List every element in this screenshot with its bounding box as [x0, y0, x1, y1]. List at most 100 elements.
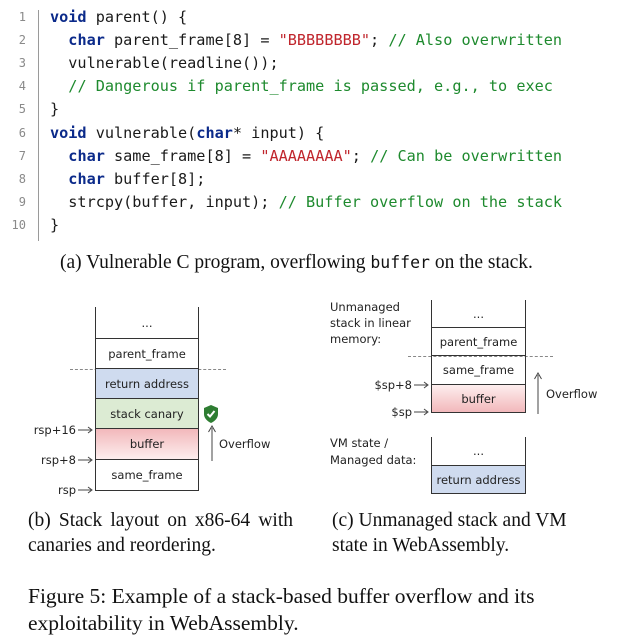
unmanaged-label-line-2: stack in linear: [330, 316, 411, 330]
overflow-label-c: Overflow: [546, 387, 598, 401]
caption-c: (c) Unmanaged stack and VM state in WebA…: [332, 510, 567, 556]
code-line: 4 // Dangerous if parent_frame is passed…: [0, 75, 618, 97]
cell-c-same-frame: same_frame: [431, 356, 526, 385]
code-line: 2 char parent_frame[8] = "BBBBBBBB"; // …: [0, 29, 618, 51]
code-text: void parent() {: [50, 6, 187, 28]
code-line: 3 vulnerable(readline());: [0, 52, 618, 74]
reg-rsp-arrow: [78, 486, 93, 494]
code-token: char: [68, 169, 105, 188]
reg-sp-arrow: [414, 408, 429, 416]
overflow-arrow-b: [208, 425, 216, 461]
code-token: vulnerable(readline());: [50, 54, 279, 73]
unmanaged-stack-label: Unmanaged stack in linear memory:: [330, 299, 411, 347]
caption-a: (a) Vulnerable C program, overflowing bu…: [60, 252, 533, 274]
vm-label-line-1: VM state /: [330, 436, 389, 450]
unmanaged-label-line-3: memory:: [330, 332, 382, 346]
cell-b-ellipsis: ...: [95, 307, 199, 339]
code-token: char: [196, 123, 233, 142]
overflow-label-b: Overflow: [219, 437, 271, 451]
code-token: // Can be overwritten: [370, 146, 563, 165]
reg-rsp16-arrow: [78, 426, 93, 434]
cell-b-return-address: return address: [95, 369, 199, 399]
code-line: 8 char buffer[8];: [0, 168, 618, 190]
line-number: 6: [18, 125, 26, 140]
code-line: 1 void parent() {: [0, 6, 618, 28]
cell-c-buffer: buffer: [431, 385, 526, 413]
reg-rsp16-label: rsp+16: [33, 423, 76, 437]
unmanaged-label-line-1: Unmanaged: [330, 300, 400, 314]
code-text: vulnerable(readline());: [50, 52, 279, 74]
cell-c-parent-frame: parent_frame: [431, 328, 526, 356]
code-token: }: [50, 100, 60, 119]
code-text: }: [50, 98, 59, 120]
code-token: vulnerable(: [86, 123, 197, 142]
line-number: 7: [18, 148, 26, 163]
cell-b-same-frame: same_frame: [95, 460, 199, 491]
line-number: 4: [18, 79, 26, 94]
caption-b: (b) Stack layout on x86-64 with canaries…: [28, 510, 293, 556]
caption-a-suffix: on the stack.: [429, 252, 533, 273]
code-token: ;: [370, 31, 389, 50]
code-token: char: [68, 31, 105, 50]
code-token: void: [50, 8, 87, 26]
line-number: 8: [18, 171, 26, 186]
code-token: void: [50, 123, 87, 142]
shield-check-icon: [204, 405, 218, 423]
code-token: "BBBBBBBB": [278, 31, 371, 50]
figure-caption: Figure 5: Example of a stack-based buffe…: [28, 584, 535, 635]
code-text: char buffer[8];: [50, 168, 205, 190]
code-token: parent() {: [86, 8, 188, 26]
cell-c-vm-ellipsis: ...: [431, 437, 526, 466]
code-token: "AAAAAAAA": [260, 146, 352, 165]
code-line: 10}: [0, 214, 618, 236]
code-token: strcpy(buffer, input);: [50, 192, 279, 211]
code-token: // Also overwritten: [388, 31, 563, 50]
reg-sp8-arrow: [414, 381, 429, 389]
cell-c-return-address: return address: [431, 466, 526, 494]
code-text: char same_frame[8] = "AAAAAAAA"; // Can …: [50, 145, 562, 167]
reg-rsp-label: rsp: [57, 483, 76, 497]
code-token: [50, 31, 68, 49]
line-number: 9: [18, 194, 26, 209]
reg-rsp8-arrow: [78, 456, 93, 464]
code-token: ;: [351, 146, 371, 165]
code-line: 9 strcpy(buffer, input); // Buffer overf…: [0, 191, 618, 213]
line-number-gutter: [38, 10, 39, 241]
code-text: strcpy(buffer, input); // Buffer overflo…: [50, 191, 562, 213]
caption-a-prefix: (a) Vulnerable C program, overflowing: [60, 252, 371, 273]
code-line: 6 void vulnerable(char* input) {: [0, 122, 618, 144]
code-text: char parent_frame[8] = "BBBBBBBB"; // Al…: [50, 29, 562, 51]
cell-c-ellipsis: ...: [431, 300, 526, 328]
reg-sp-label: $sp: [391, 405, 412, 419]
code-token: [50, 170, 68, 188]
line-number: 2: [18, 33, 26, 48]
overflow-arrow-c: [534, 372, 542, 414]
code-token: // Buffer overflow on the stack: [278, 192, 563, 211]
code-token: same_frame[8] =: [104, 146, 261, 165]
line-number: 3: [18, 56, 26, 71]
reg-sp8-label: $sp+8: [374, 378, 412, 392]
line-number: 5: [18, 102, 26, 117]
code-text: // Dangerous if parent_frame is passed, …: [50, 75, 553, 97]
code-text: void vulnerable(char* input) {: [50, 122, 324, 144]
code-token: }: [50, 215, 60, 234]
code-token: parent_frame[8] =: [104, 31, 279, 50]
reg-rsp8-label: rsp+8: [41, 453, 76, 467]
cell-b-buffer: buffer: [95, 429, 199, 460]
frame-boundary-c: [408, 356, 553, 357]
code-text: }: [50, 214, 59, 236]
code-line: 5}: [0, 98, 618, 120]
code-line: 7 char same_frame[8] = "AAAAAAAA"; // Ca…: [0, 145, 618, 167]
vm-label-line-2: Managed data:: [330, 453, 417, 467]
code-token: // Dangerous if parent_frame is passed, …: [68, 77, 553, 96]
code-token: [50, 147, 68, 165]
code-token: buffer[8];: [104, 169, 206, 188]
code-token: * input) {: [232, 123, 325, 142]
line-number: 10: [11, 217, 26, 232]
code-token: [50, 77, 68, 95]
caption-a-code: buffer: [370, 253, 430, 272]
line-number: 1: [18, 10, 26, 24]
vm-state-label: VM state / Managed data:: [330, 435, 416, 469]
code-token: char: [68, 146, 105, 165]
